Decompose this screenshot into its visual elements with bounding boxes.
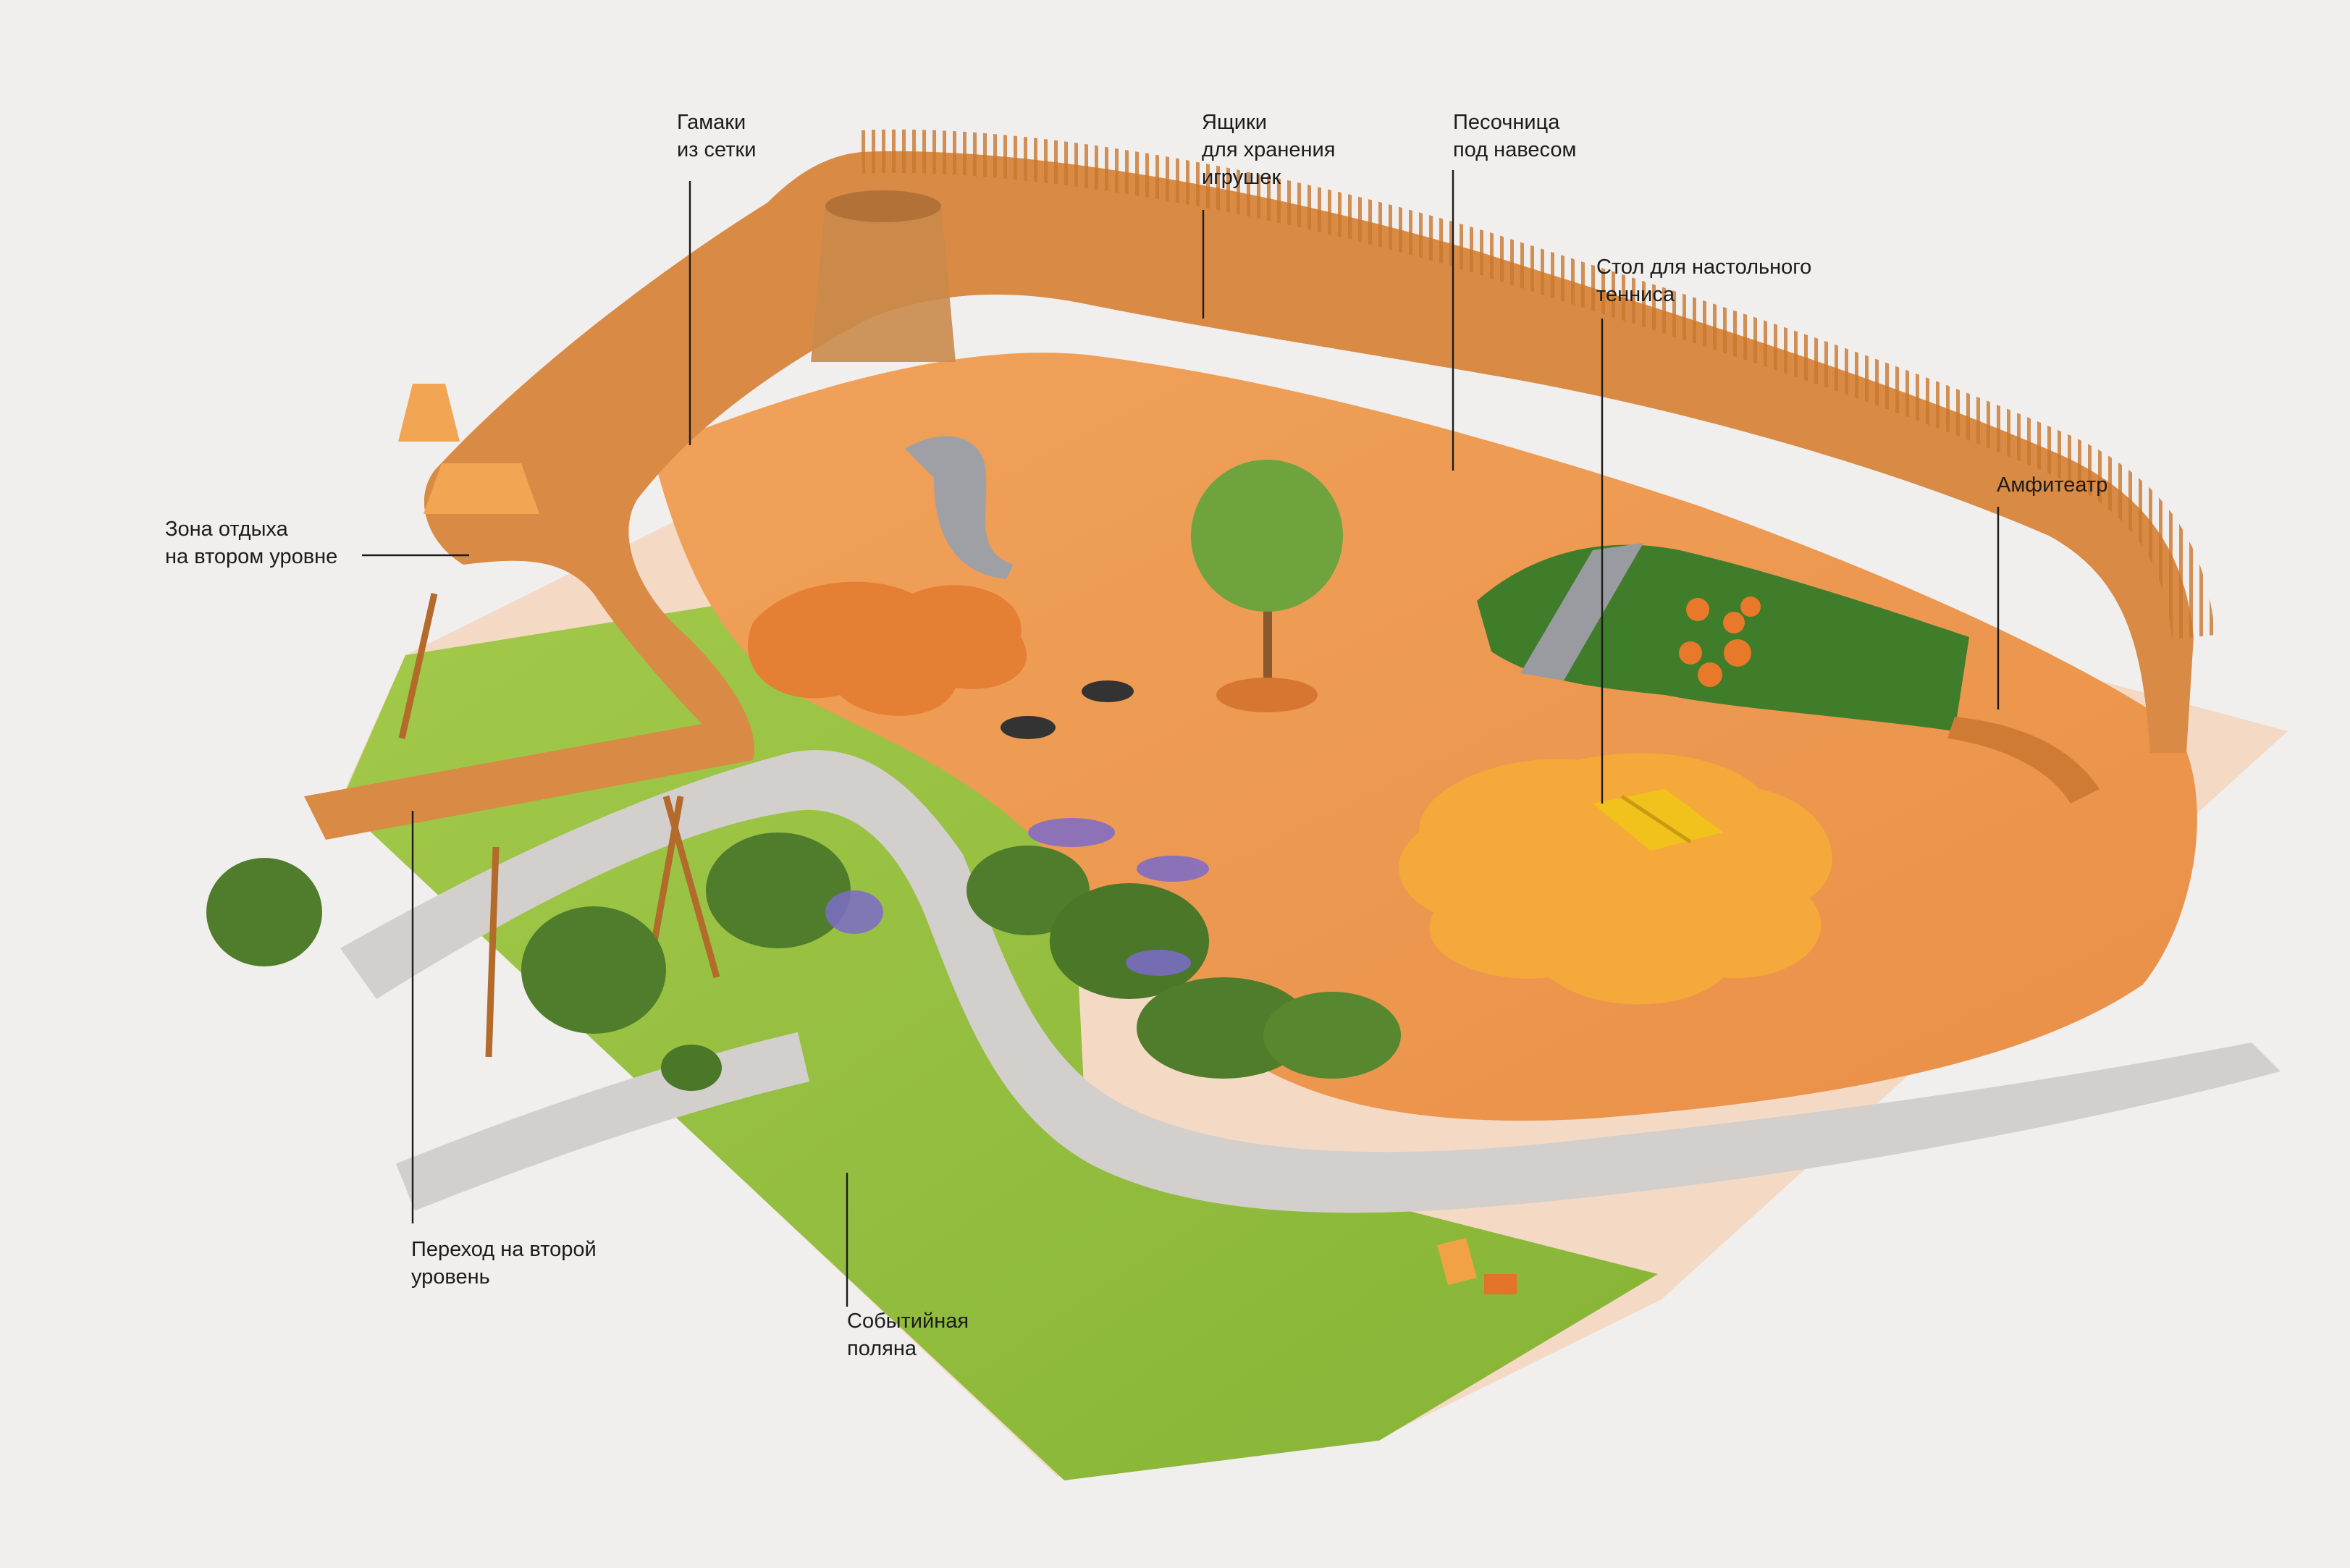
callout-second-level-passage: Переход на второй уровень [411, 1236, 597, 1291]
callout-line: Амфитеатр [1997, 473, 2108, 497]
lavender-patches [825, 818, 1209, 976]
lamp-shades [398, 384, 539, 514]
callout-line: Ящики [1202, 111, 1267, 134]
callout-line: Песочница [1453, 111, 1560, 134]
swing-pad [747, 581, 1027, 716]
callout-line: Гамаки [677, 111, 746, 134]
callout-line: тенниса [1596, 283, 1675, 306]
tree-tower [811, 190, 956, 362]
callout-line: на втором уровне [165, 545, 338, 568]
callout-sandbox: Песочница под навесом [1453, 109, 1576, 164]
callout-line: для хранения [1202, 138, 1336, 161]
callout-line: Событийная [847, 1310, 969, 1333]
callout-line: Стол для настольного [1596, 256, 1812, 279]
central-tree [1191, 460, 1343, 712]
tube-slide [905, 436, 1014, 579]
callout-table-tennis: Стол для настольного тенниса [1596, 253, 1811, 308]
tennis-pad [1399, 753, 1832, 1005]
mound-slide [1520, 543, 1643, 680]
callout-line: под навесом [1453, 138, 1577, 161]
tennis-table [1593, 789, 1723, 851]
callout-amphitheater: Амфитеатр [1997, 471, 2107, 499]
callout-line: Зона отдыха [165, 518, 288, 541]
callout-event-lawn: Событийная поляна [847, 1307, 969, 1362]
callout-toy-storage: Ящики для хранения игрушек [1202, 109, 1335, 191]
callout-line: уровень [411, 1265, 490, 1289]
deck-chair [1437, 1238, 1517, 1294]
callout-leader-lines [362, 170, 2000, 1307]
amphitheater-seating [1947, 717, 2100, 804]
callout-rest-zone: Зона отдыха на втором уровне [165, 515, 337, 570]
callout-line: из сетки [677, 138, 757, 161]
callout-hammocks: Гамаки из сетки [677, 109, 756, 164]
orange-balls [1679, 597, 1761, 687]
trampolines [1001, 680, 1134, 739]
upper-deck [304, 151, 2194, 840]
callout-line: Переход на второй [411, 1238, 597, 1261]
callout-line: игрушек [1202, 166, 1281, 189]
callout-line: поляна [847, 1337, 917, 1360]
